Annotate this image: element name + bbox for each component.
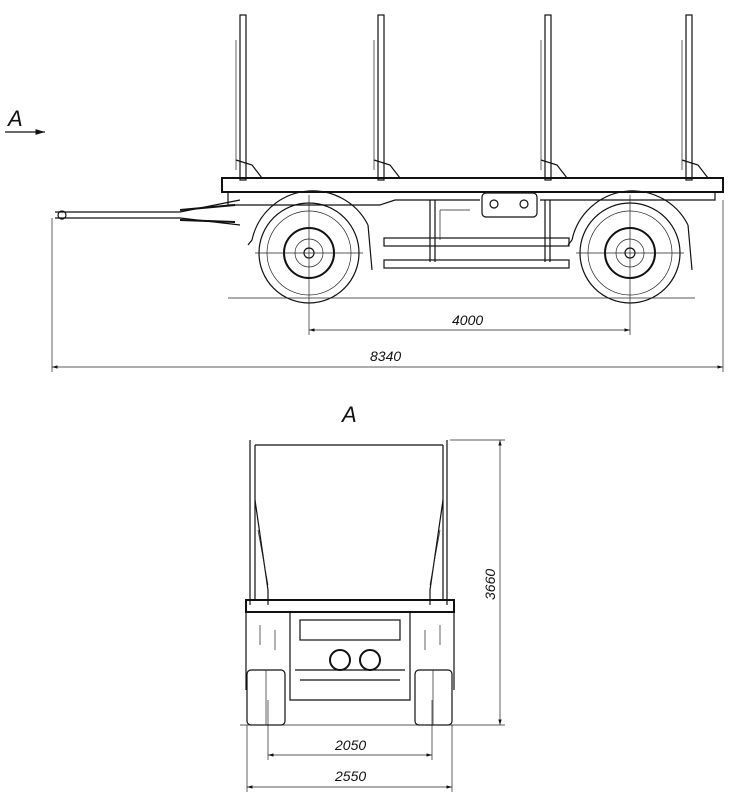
dim-wheelbase-label: 4000 (452, 312, 483, 328)
dimension-overall-length: 8340 (51, 200, 724, 372)
wheels-front-view (246, 669, 453, 726)
dimension-width: 2550 (246, 725, 453, 792)
wheel-rear (567, 190, 693, 335)
dim-track-label: 2050 (334, 737, 366, 753)
dimension-track: 2050 (267, 700, 433, 760)
dimension-wheelbase: 4000 (309, 312, 630, 332)
wheel-front (247, 190, 373, 335)
view-arrow-a: A (5, 106, 45, 135)
chassis (245, 599, 455, 701)
dim-length-label: 8340 (370, 348, 401, 364)
view-label: A (340, 402, 357, 427)
drawbar (55, 199, 241, 226)
side-view: A (5, 14, 724, 372)
view-marker-label: A (6, 106, 23, 131)
dim-width-label: 2550 (334, 768, 366, 784)
dimension-height: 3660 (450, 439, 505, 725)
frame (221, 177, 724, 269)
stake-outline (249, 440, 448, 605)
front-view: A 3660 2050 (240, 402, 505, 792)
dim-height-label: 3660 (482, 569, 498, 600)
stakes (235, 14, 709, 181)
